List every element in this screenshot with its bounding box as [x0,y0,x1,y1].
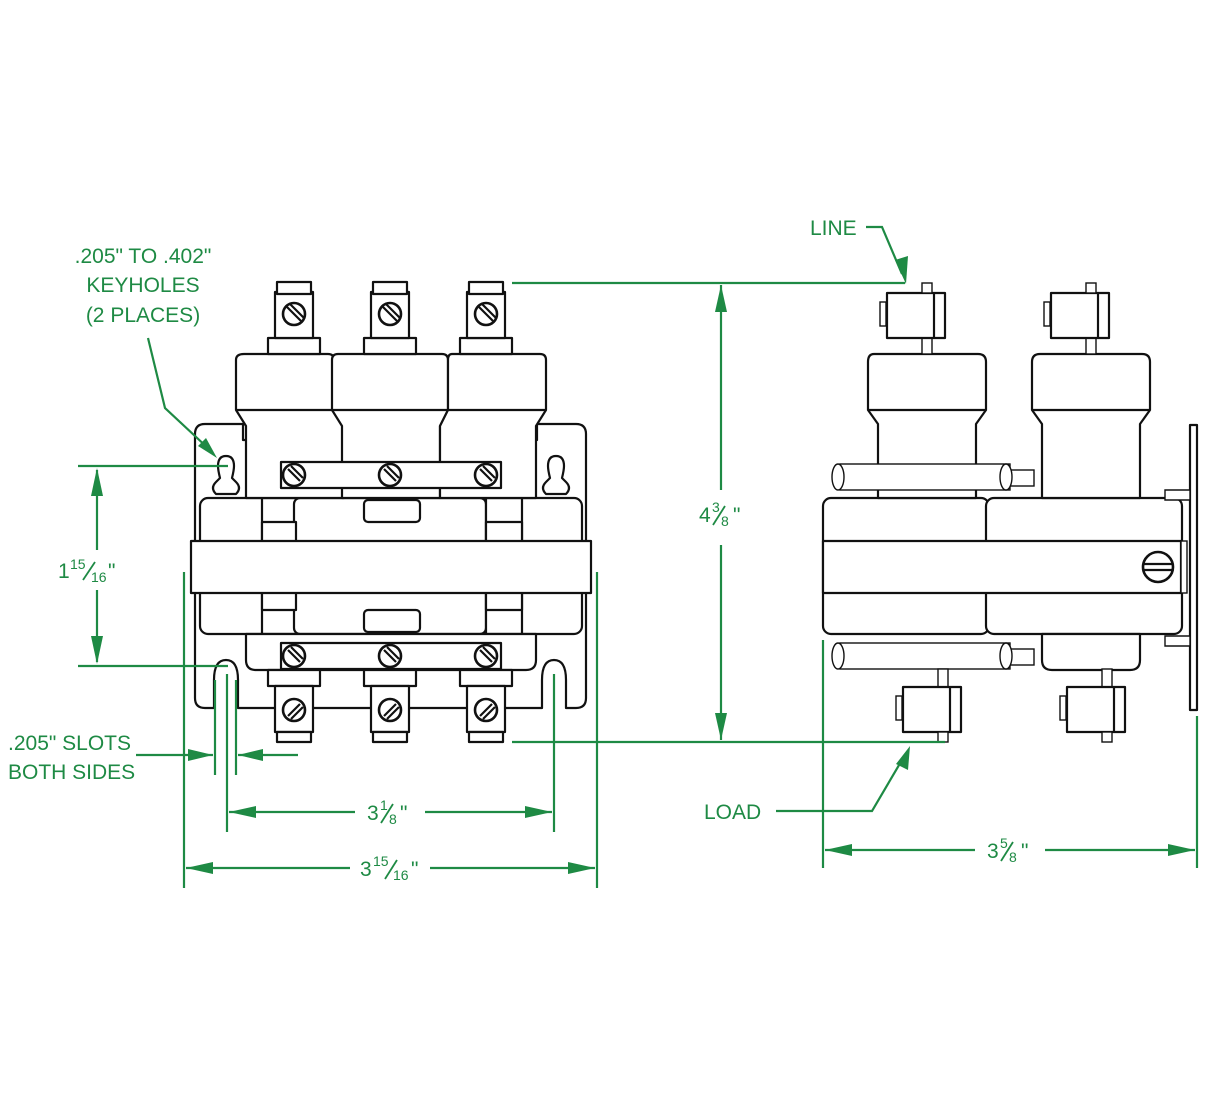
side-view [821,282,1199,743]
dim-whole: 3 [367,802,379,825]
side-load-terminal [901,685,963,734]
dim-denominator: 16 [91,569,107,585]
band-screw-icon [1141,550,1175,584]
mounting-band [189,539,593,595]
dim-unit: " [1021,840,1028,863]
bolt-thread [1009,469,1035,487]
side-insulator-right [1030,352,1152,500]
slots-label-line1: .205" SLOTS [8,732,131,755]
dim-keyhole-spacing: 1 15 16 " [58,556,115,585]
dim-whole: 3 [360,858,372,881]
arrow-down-icon [91,636,103,664]
side-mounting-plate [1188,423,1199,712]
dim-unit: " [733,504,740,527]
line-leader [866,225,904,275]
dim-unit: " [411,858,418,881]
dim-numerator: 1 [380,797,388,813]
side-line-terminal [1049,291,1111,340]
side-stud-left-top [260,520,298,544]
dim-denominator: 8 [721,513,729,529]
side-load-terminal [1065,685,1127,734]
keyhole-right [541,454,571,496]
dim-slot-spacing: 3 1 8 " [367,797,407,827]
labels: .205" TO .402" KEYHOLES (2 PLACES) .205"… [8,217,1028,883]
arrow-up-icon [91,468,103,496]
dimension-lines [78,225,1199,888]
dim-overall-width: 3 15 16 " [360,853,418,883]
line-terminals-top [266,280,514,356]
keyhole-label-line1: .205" TO .402" [75,245,212,268]
dim-denominator: 8 [1009,849,1017,865]
front-view [189,280,593,744]
center-stud-bottom [362,608,422,634]
keyhole-leader [146,337,211,451]
dim-overall-depth: 3 5 8 " [987,835,1028,865]
side-mounting-band [821,539,1183,595]
terminal-cap [275,280,313,296]
dim-numerator: 15 [70,556,86,572]
dim-whole: 4 [699,504,711,527]
dim-whole: 3 [987,840,999,863]
dim-unit: " [400,802,407,825]
dim-denominator: 16 [393,867,409,883]
terminal-collar [266,336,322,356]
load-terminals-bottom [266,668,514,744]
side-lower-lip [1040,632,1142,672]
dim-overall-height: 4 3 8 " [699,499,740,529]
upper-cross-bolt [839,463,1011,491]
dim-numerator: 15 [373,853,389,869]
side-insulator-left [866,352,988,500]
line-terminal-label: LINE [810,217,857,240]
keyhole-label-line2: KEYHOLES [86,274,199,297]
dim-unit: " [108,560,115,583]
load-terminal-label: LOAD [704,801,761,824]
keyhole-label-line3: (2 PLACES) [86,304,200,327]
dim-numerator: 5 [1000,835,1008,851]
dim-whole: 1 [58,560,70,583]
load-leader [776,759,903,813]
dim-numerator: 3 [712,499,720,515]
slots-label-line2: BOTH SIDES [8,761,135,784]
lower-cross-bolt [839,642,1011,670]
center-stud-top [362,498,422,524]
side-line-terminal [885,291,947,340]
dim-denominator: 8 [389,811,397,827]
side-stud-right-top [484,520,524,544]
